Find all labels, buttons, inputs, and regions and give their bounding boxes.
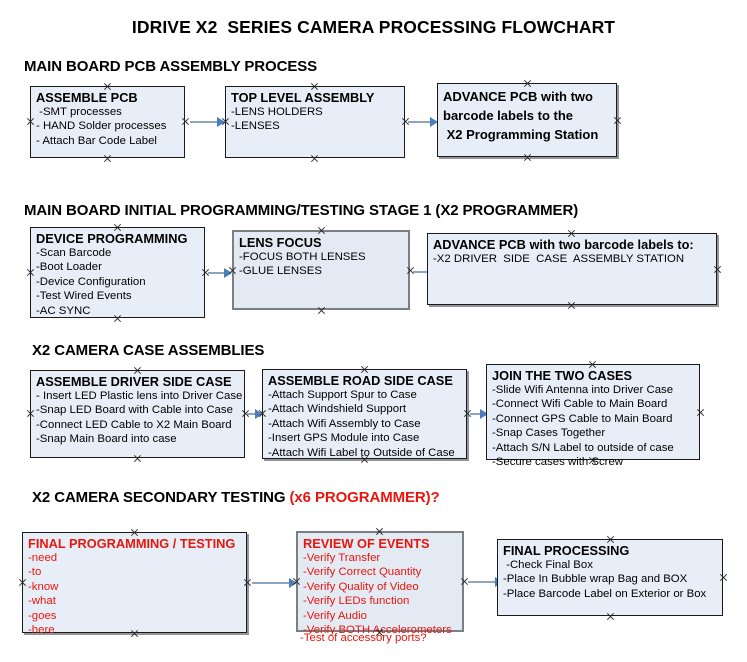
node-title: FINAL PROGRAMMING / TESTING [28,536,236,551]
node-line: -Secure cases with Screw [492,456,624,469]
node-line: -Snap Main Board into case [36,433,177,446]
node-title: REVIEW OF EVENTS [303,536,430,551]
node-line: -Attach Wifi Label to Outside of Case [268,446,455,459]
node-assemble-pcb[interactable]: ASSEMBLE PCB -SMT processes - HAND Solde… [30,86,185,158]
arrow-shaft [208,272,225,274]
node-title: ASSEMBLE PCB [36,90,138,105]
node-line: -Place Barcode Label on Exterior or Box [503,587,707,600]
node-line: -Connect GPS Cable to Main Board [492,412,673,425]
arrow-shaft [408,121,431,123]
arrow-device-programming-to-lens-focus [208,268,232,278]
arrow-head-icon [224,268,232,278]
arrow-shaft [247,413,256,415]
node-line: -LENS HOLDERS [231,106,323,118]
node-line: -GLUE LENSES [239,265,322,278]
node-line: -Device Configuration [36,275,146,288]
node-final-processing[interactable]: FINAL PROCESSING -Check Final Box -Place… [497,539,723,616]
node-title: FINAL PROCESSING [503,543,630,558]
node-line: -Test Wired Events [36,290,132,303]
node-line: -Attach Windshield Support [268,403,407,416]
node-advance-pcb-to-driver-side-case[interactable]: ADVANCE PCB with two barcode labels to: … [427,233,717,305]
section-header-main-board-initial-programming: MAIN BOARD INITIAL PROGRAMMING/TESTING S… [24,202,579,219]
node-title: ASSEMBLE DRIVER SIDE CASE [36,374,232,389]
node-line: -X2 DRIVER SIDE CASE ASSEMBLY STATION [433,253,685,265]
node-line: -AC SYNC [36,304,91,317]
node-title: ASSEMBLE ROAD SIDE CASE [268,373,453,388]
arrow-shaft [468,581,496,583]
node-title: ADVANCE PCB with two barcode labels to: [433,237,694,252]
node-line: -Attach S/N Label to outside of case [492,441,674,454]
node-final-programming-testing[interactable]: FINAL PROGRAMMING / TESTING -need -to -k… [22,532,247,636]
section-header-x2-camera-case-assemblies: X2 CAMERA CASE ASSEMBLIES [32,342,265,359]
node-line: -LENSES [231,120,280,133]
node-line: -Boot Loader [36,261,102,274]
node-line: -Scan Barcode [36,247,112,259]
node-title: TOP LEVEL ASSEMBLY [231,90,375,105]
node-top-level-assembly[interactable]: TOP LEVEL ASSEMBLY -LENS HOLDERS -LENSES [225,86,405,158]
node-line: -Snap Cases Together [492,427,606,440]
node-line: -Snap LED Board with Cable into Case [36,404,233,417]
node-line: - HAND Solder processes [36,120,167,133]
node-line: -Verify Quality of Video [303,580,419,593]
arrow-top-level-to-advance [408,117,438,127]
node-line: - Attach Bar Code Label [36,134,157,147]
node-line: -Verify BOTH Accelerometers [303,624,452,637]
node-line: -Place In Bubble wrap Bag and BOX [503,573,688,586]
node-lens-focus[interactable]: LENS FOCUS -FOCUS BOTH LENSES -GLUE LENS… [232,230,410,310]
node-line: -Connect Wifi Cable to Main Board [492,398,668,411]
node-line: -goes [28,609,57,622]
arrow-shaft [252,582,290,584]
node-line: -Verify Transfer [303,552,381,564]
node-title: ADVANCE PCB with two barcode labels to t… [443,89,599,142]
section-header-x2-camera-secondary-testing: X2 CAMERA SECONDARY TESTING (x6 PROGRAMM… [32,489,440,506]
node-line: -what [28,595,56,608]
node-review-of-events[interactable]: REVIEW OF EVENTS -Verify Transfer -Verif… [296,531,464,636]
node-assemble-road-side-case[interactable]: ASSEMBLE ROAD SIDE CASE -Attach Support … [262,369,467,459]
node-join-the-two-cases[interactable]: JOIN THE TWO CASES -Slide Wifi Antenna i… [486,364,700,468]
arrow-head-icon [217,117,225,127]
node-line: -Slide Wifi Antenna into Driver Case [492,384,674,396]
node-line: -Attach Wifi Assembly to Case [268,417,421,430]
node-line: -know [28,580,59,593]
page-title: IDRIVE X2 SERIES CAMERA PROCESSING FLOWC… [131,17,616,37]
node-line: -Verify Audio [303,609,367,622]
section-header-accent: (x6 PROGRAMMER)? [289,489,440,506]
node-line: -SMT processes [36,106,122,118]
node-line: -FOCUS BOTH LENSES [239,251,366,263]
node-line: -here [28,624,55,637]
node-title: DEVICE PROGRAMMING [36,231,188,246]
node-title: JOIN THE TWO CASES [492,368,633,383]
section-header-text: X2 CAMERA SECONDARY TESTING [32,489,290,506]
arrow-final-programming-to-review [252,578,297,588]
arrow-driver-case-to-road-case [247,409,263,419]
node-line-overflow: -Test of accessory ports? [300,632,427,644]
node-title: LENS FOCUS [239,235,322,250]
node-advance-pcb-to-x2-programming-station[interactable]: ADVANCE PCB with two barcode labels to t… [437,83,617,157]
node-line: -Insert GPS Module into Case [268,432,420,445]
arrow-shaft [470,413,481,415]
node-line: -need [28,552,58,564]
node-line: -Verify LEDs function [303,595,410,608]
node-assemble-driver-side-case[interactable]: ASSEMBLE DRIVER SIDE CASE - Insert LED P… [30,370,245,458]
section-header-main-board-pcb-assembly: MAIN BOARD PCB ASSEMBLY PROCESS [24,58,318,75]
node-device-programming[interactable]: DEVICE PROGRAMMING -Scan Barcode -Boot L… [30,227,205,318]
node-line: -Verify Correct Quantity [303,566,422,579]
node-line: -Attach Support Spur to Case [268,389,417,401]
node-line: -Check Final Box [503,559,593,571]
node-line: -Connect LED Cable to X2 Main Board [36,418,232,431]
node-line: - Insert LED Plastic lens into Driver Ca… [36,390,243,402]
arrow-shaft [190,121,218,123]
node-line: -to [28,566,42,579]
arrow-assemble-pcb-to-top-level [190,117,225,127]
